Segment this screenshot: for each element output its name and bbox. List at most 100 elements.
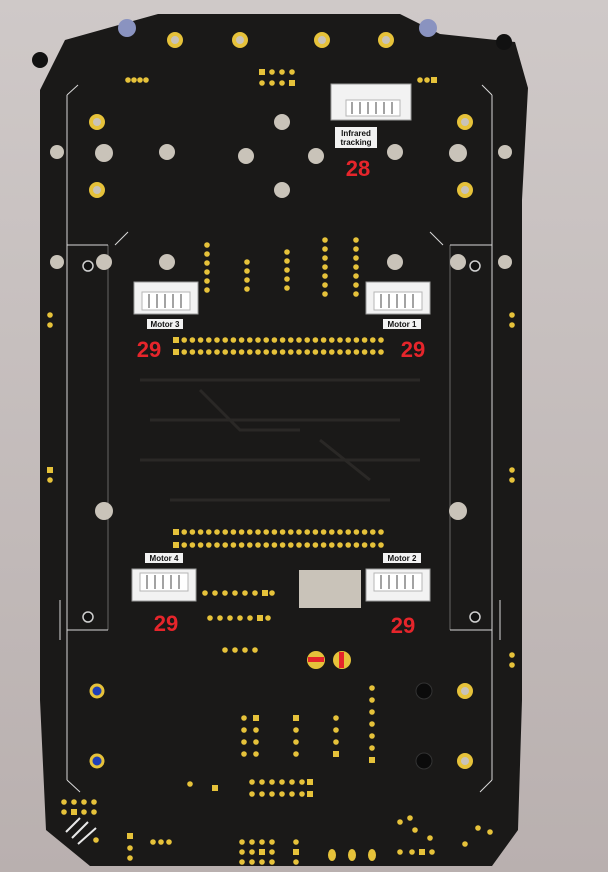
pad (230, 337, 237, 343)
pad (143, 77, 149, 83)
pad (238, 529, 245, 535)
pad (93, 837, 99, 843)
pad (329, 349, 335, 355)
pad (369, 697, 375, 703)
pad (284, 285, 290, 291)
pad (509, 312, 515, 318)
pad (253, 727, 259, 733)
pad (127, 845, 133, 851)
pad (509, 662, 515, 668)
pad (247, 337, 253, 343)
pad (214, 529, 220, 535)
pad (173, 349, 179, 355)
pad (322, 264, 328, 270)
pad (296, 542, 302, 548)
pad (259, 779, 265, 785)
motor1-callout: 29 (401, 337, 425, 362)
pad (237, 615, 243, 621)
pad (337, 337, 343, 343)
pad (247, 529, 253, 535)
pad (369, 685, 375, 691)
pad (212, 590, 218, 596)
pad (137, 77, 143, 83)
pad (127, 855, 133, 861)
pad (244, 259, 250, 265)
pad (259, 791, 265, 797)
pad (370, 529, 376, 535)
pad (269, 779, 275, 785)
motor2-connector: Motor 2 29 (365, 553, 431, 638)
pad (487, 829, 493, 835)
pad (249, 849, 255, 855)
pad (509, 322, 515, 328)
pad (333, 751, 339, 757)
pad (320, 337, 327, 343)
pad (91, 799, 97, 805)
pad (255, 337, 261, 343)
pad (370, 349, 376, 355)
pad (253, 751, 259, 757)
pad (284, 249, 290, 255)
pad (345, 542, 352, 548)
pad (353, 246, 359, 252)
pad (227, 615, 233, 621)
pad (239, 849, 245, 855)
pad (431, 77, 437, 83)
pad (214, 349, 220, 355)
pad (333, 727, 339, 733)
pad (269, 849, 275, 855)
silk-stripes (65, 817, 97, 845)
pad (222, 349, 228, 355)
pad (241, 739, 247, 745)
pad (312, 349, 319, 355)
pad (289, 779, 295, 785)
pad (353, 542, 360, 548)
pad (284, 258, 290, 264)
pad (238, 349, 245, 355)
pad (304, 337, 311, 343)
motor3-label: Motor 3 (151, 320, 180, 329)
pad (197, 349, 204, 355)
pad (244, 268, 250, 274)
pad (424, 77, 430, 83)
header-pins (173, 337, 384, 548)
pad (269, 69, 275, 75)
pad (322, 273, 328, 279)
motor4-label: Motor 4 (150, 554, 179, 563)
pad (293, 751, 299, 757)
pad (61, 809, 67, 815)
board-cutout (299, 570, 361, 608)
pad (253, 739, 259, 745)
pad (239, 859, 245, 865)
pad (378, 529, 384, 535)
pad (299, 779, 305, 785)
pad (197, 337, 204, 343)
silkscreen-frame (59, 84, 501, 793)
pad (206, 529, 212, 535)
pad (322, 291, 328, 297)
pad (329, 337, 335, 343)
pad (173, 529, 179, 535)
pad (293, 859, 299, 865)
pad (361, 349, 368, 355)
pad (345, 529, 352, 535)
pad (71, 799, 77, 805)
pad (238, 337, 245, 343)
pad (284, 276, 290, 282)
pad (353, 282, 359, 288)
pad (361, 529, 368, 535)
pad (222, 337, 228, 343)
pad (296, 337, 302, 343)
motor4-connector: Motor 4 29 (131, 553, 197, 636)
pad (345, 349, 352, 355)
pad (269, 839, 275, 845)
pad (293, 839, 299, 845)
mount-holes (82, 260, 481, 623)
pad (271, 337, 278, 343)
pad (242, 647, 248, 653)
pad (271, 349, 278, 355)
pad (412, 827, 418, 833)
pad (509, 652, 515, 658)
motor3-connector: Motor 3 29 (133, 281, 199, 362)
